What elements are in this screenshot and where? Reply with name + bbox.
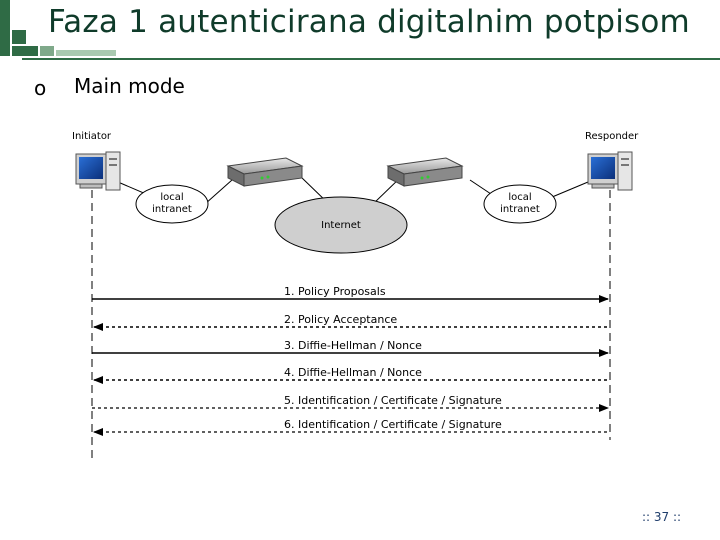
bullet-marker: o — [34, 76, 47, 100]
router-icon — [226, 157, 304, 187]
router-icon — [386, 157, 464, 187]
message-label-6: 6. Identification / Certificate / Signat… — [284, 418, 502, 431]
cloud-left-label: local intranet — [152, 192, 192, 215]
cloud-center-label: Internet — [321, 220, 361, 231]
bullet-text: Main mode — [74, 74, 185, 98]
computer-icon — [587, 151, 633, 191]
cloud-right-label: local intranet — [500, 192, 540, 215]
local-intranet-left-cloud — [135, 184, 209, 224]
local-intranet-right-cloud — [483, 184, 557, 224]
message-label-4: 4. Diffie-Hellman / Nonce — [284, 366, 422, 379]
message-label-5: 5. Identification / Certificate / Signat… — [284, 394, 502, 407]
page-number: :: 37 :: — [642, 510, 682, 524]
title-underline — [22, 58, 720, 60]
message-label-2: 2. Policy Acceptance — [284, 313, 398, 326]
responder-label: Responder — [585, 131, 639, 142]
message-label-1: 1. Policy Proposals — [284, 285, 386, 298]
message-label-3: 3. Diffie-Hellman / Nonce — [284, 339, 422, 352]
computer-icon — [75, 151, 121, 191]
initiator-label: Initiator — [72, 131, 112, 142]
corner-decoration — [0, 0, 116, 56]
internet-cloud — [274, 196, 408, 254]
page-title: Faza 1 autenticirana digitalnim potpisom — [48, 4, 690, 40]
